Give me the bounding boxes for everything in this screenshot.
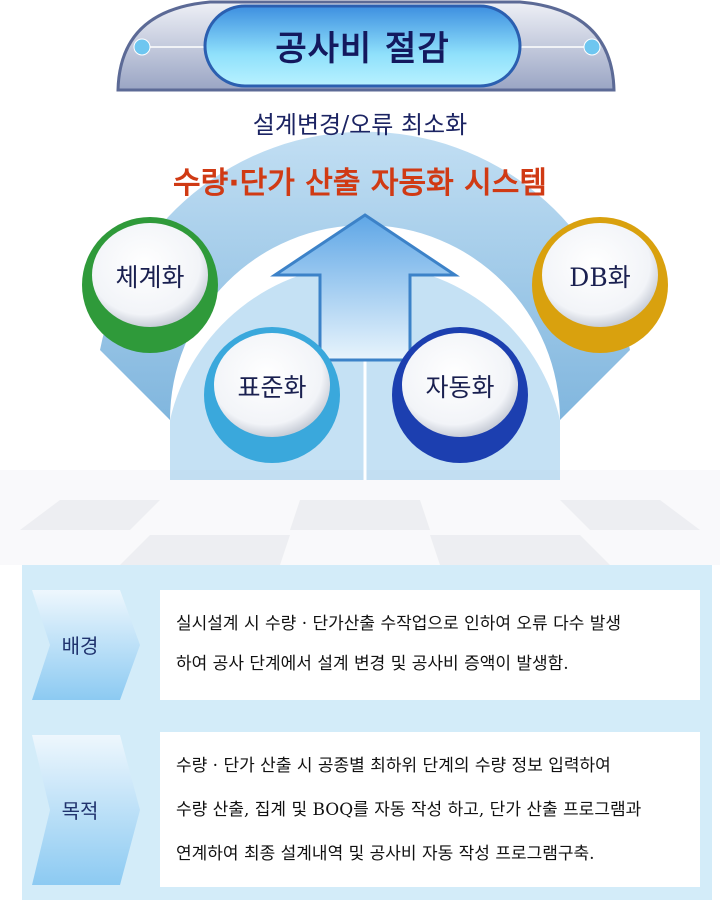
header-frame: [116, 0, 616, 92]
sphere-자동화: [392, 327, 528, 463]
section-label: 목적: [61, 799, 99, 823]
sphere-label: DB화: [569, 263, 631, 292]
sphere-DB화: [532, 217, 668, 353]
sphere-label: 표준화: [237, 373, 307, 402]
sphere-체계화: [82, 217, 218, 353]
section-tag-purpose: 목적: [30, 735, 142, 885]
sphere-label: 자동화: [425, 373, 495, 402]
text-line: 수량 · 단가 산출 시 공종별 최하위 단계의 수량 정보 입력하여: [176, 756, 611, 776]
subtitle: 설계변경/오류 최소화: [252, 111, 468, 139]
sphere-label: 체계화: [115, 263, 185, 292]
section-tag-background: 배경: [30, 590, 142, 700]
text-line: 수량 산출, 집계 및 BOQ를 자동 작성 하고, 단가 산출 프로그램과: [176, 800, 642, 820]
header-title: 공사비 절감: [275, 28, 450, 69]
text-line: 실시설계 시 수량 · 단가산출 수작업으로 인하여 오류 다수 발생: [176, 614, 622, 634]
text-line: 하여 공사 단계에서 설계 변경 및 공사비 증액이 발생함.: [176, 654, 569, 674]
main-title: 수량·단가 산출 자동화 시스템: [173, 166, 547, 201]
up-arrow: [270, 213, 460, 362]
sphere-표준화: [204, 327, 340, 463]
section-text-purpose: 수량 · 단가 산출 시 공종별 최하위 단계의 수량 정보 입력하여 수량 산…: [160, 732, 700, 887]
checkered-floor: [0, 470, 720, 565]
diagram-graphic: [0, 0, 720, 565]
text-line: 연계하여 최종 설계내역 및 공사비 자동 작성 프로그램구축.: [176, 844, 595, 864]
section-text-background: 실시설계 시 수량 · 단가산출 수작업으로 인하여 오류 다수 발생 하여 공…: [160, 590, 700, 700]
section-label: 배경: [61, 634, 99, 658]
